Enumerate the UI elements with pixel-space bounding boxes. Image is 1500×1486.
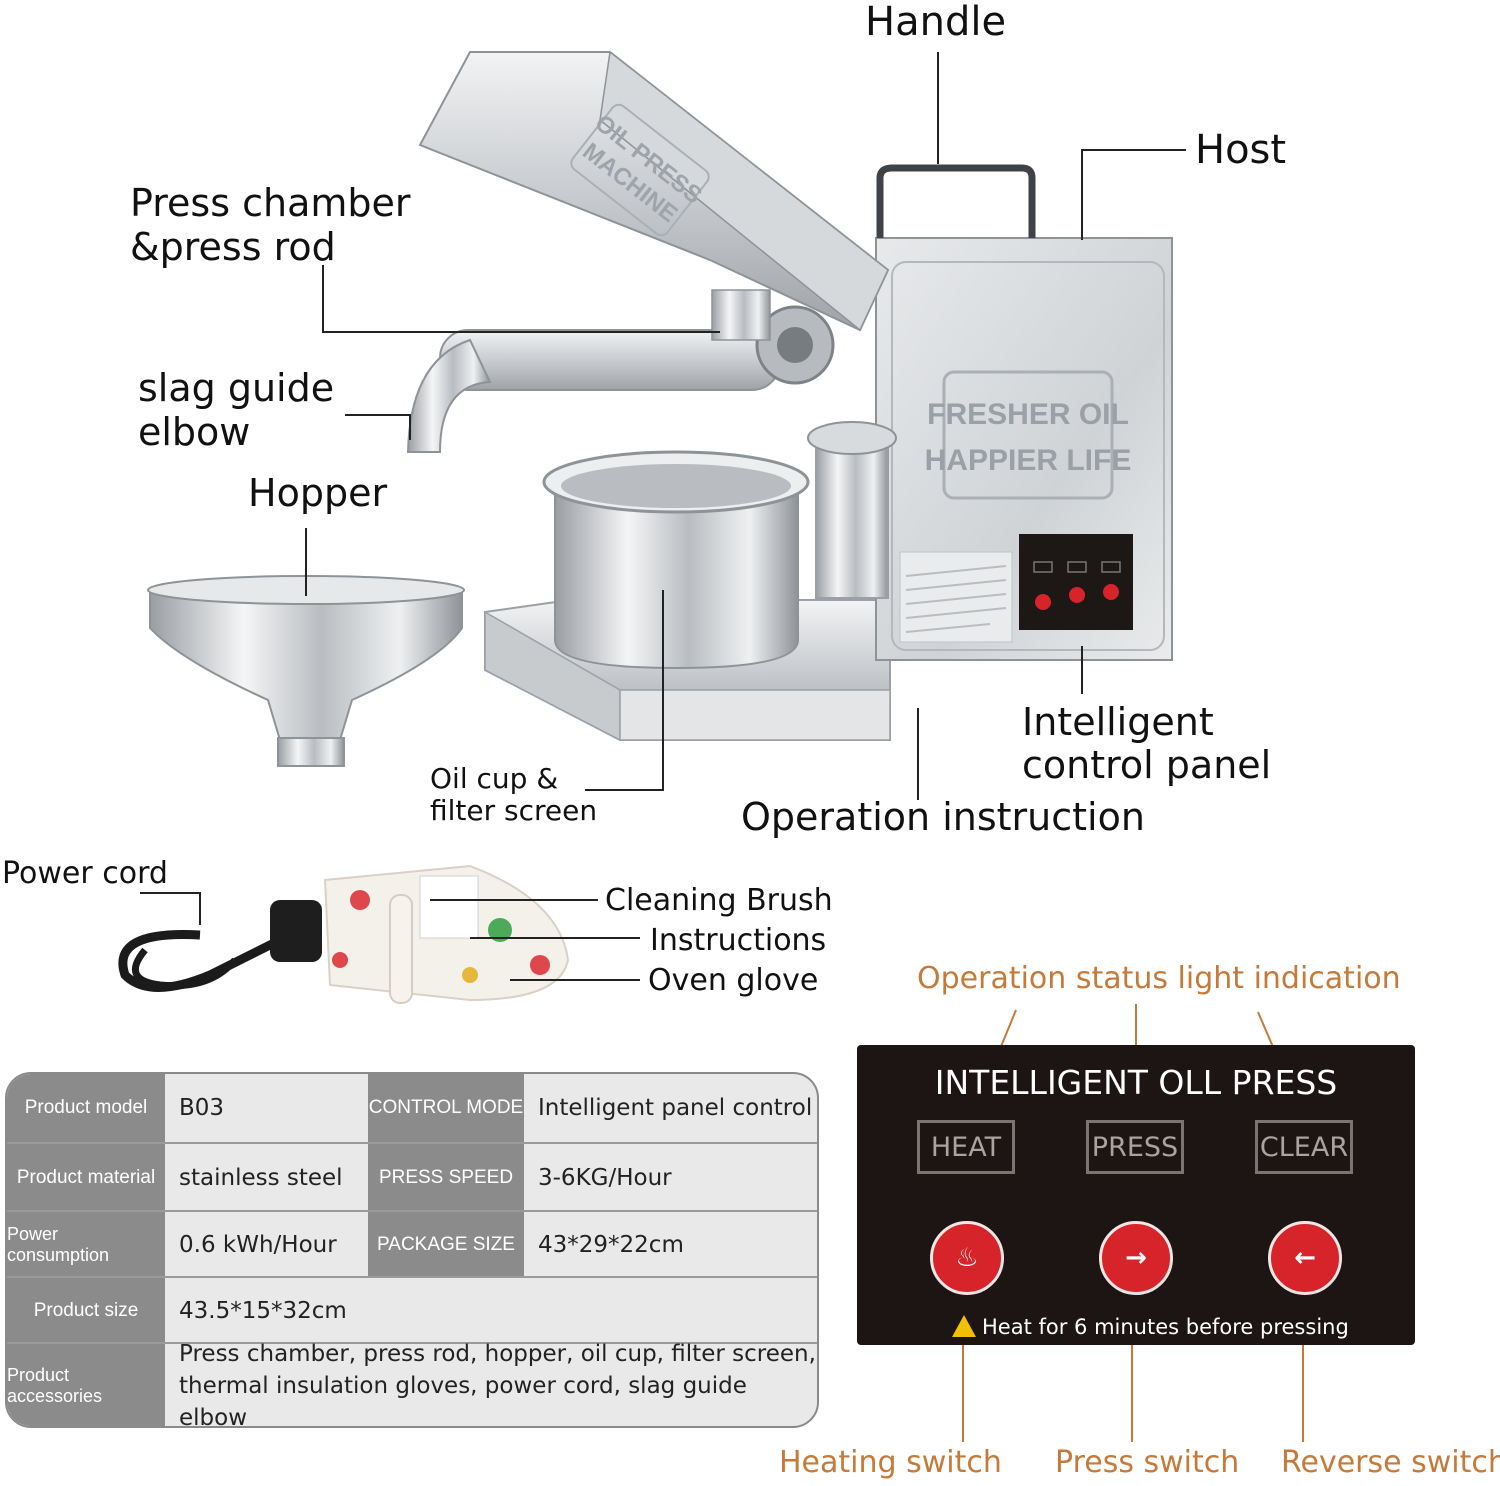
table-row: Product accessories Press chamber, press… xyxy=(7,1341,817,1428)
value-product-model: B03 xyxy=(179,1095,225,1121)
clear-indicator: CLEAR xyxy=(1255,1120,1353,1174)
label-press-rod: &press rod xyxy=(130,225,336,269)
label-power-cord: Power cord xyxy=(2,856,168,891)
status-light-caption: Operation status light indication xyxy=(917,961,1401,996)
header-product-material: Product material xyxy=(7,1144,165,1212)
header-control-mode: CONTROL MODE xyxy=(368,1074,524,1142)
oil-cup xyxy=(542,450,810,670)
warning-message: Heat for 6 minutes before pressing xyxy=(982,1315,1349,1339)
warning-text: Heat for 6 minutes before pressing xyxy=(952,1315,1349,1339)
table-row: Product size 43.5*15*32cm xyxy=(7,1276,817,1344)
label-handle: Handle xyxy=(865,0,1007,45)
spec-table: Product model B03 CONTROL MODE Intellige… xyxy=(5,1072,819,1428)
press-switch-button[interactable]: → xyxy=(1099,1221,1173,1295)
label-operation-instruction: Operation instruction xyxy=(741,795,1145,839)
accessories-line-1: Press chamber, press rod, hopper, oil cu… xyxy=(179,1341,816,1367)
label-cleaning-brush: Cleaning Brush xyxy=(605,883,833,918)
press-tube xyxy=(406,289,835,453)
label-press-switch: Press switch xyxy=(1055,1445,1240,1480)
heat-waves-icon: ♨ xyxy=(955,1243,979,1273)
panel-title: INTELLIGENT OLL PRESS xyxy=(934,1063,1338,1102)
table-row: Power consumption 0.6 kWh/Hour PACKAGE S… xyxy=(7,1210,817,1278)
control-panel-closeup: INTELLIGENT OLL PRESS HEAT PRESS CLEAR ♨… xyxy=(857,1045,1415,1345)
label-hopper: Hopper xyxy=(248,471,388,515)
heat-indicator: HEAT xyxy=(917,1120,1015,1174)
accessories-line-2: thermal insulation gloves, power cord, s… xyxy=(179,1373,747,1428)
label-control-panel: control panel xyxy=(1022,743,1272,787)
label-elbow: elbow xyxy=(138,410,251,454)
header-power-consumption: Power consumption xyxy=(7,1212,165,1278)
label-press-chamber: Press chamber xyxy=(130,181,411,225)
press-indicator: PRESS xyxy=(1086,1120,1184,1174)
heating-switch-button[interactable]: ♨ xyxy=(930,1221,1004,1295)
label-host: Host xyxy=(1195,127,1287,173)
hopper xyxy=(147,575,465,767)
forward-arrow-icon: → xyxy=(1125,1243,1147,1273)
table-row: Product material stainless steel PRESS S… xyxy=(7,1142,817,1212)
host-body: FRESHER OIL HAPPIER LIFE xyxy=(875,237,1173,661)
value-package-size: 43*29*22cm xyxy=(538,1232,684,1258)
header-product-size: Product size xyxy=(7,1278,165,1344)
header-press-speed: PRESS SPEED xyxy=(368,1144,524,1212)
rear-cup xyxy=(807,421,897,599)
label-oil-cup: Oil cup & xyxy=(430,762,559,795)
value-press-speed: 3-6KG/Hour xyxy=(538,1165,672,1191)
label-slag-guide: slag guide xyxy=(138,366,335,410)
handle-bar xyxy=(876,164,1036,238)
reverse-arrow-icon: ← xyxy=(1294,1243,1316,1273)
header-product-model: Product model xyxy=(7,1074,165,1142)
warning-icon xyxy=(952,1315,976,1337)
label-oven-glove: Oven glove xyxy=(648,963,819,998)
label-intelligent: Intelligent xyxy=(1022,700,1214,744)
label-filter-screen: filter screen xyxy=(430,794,598,827)
press-chamber-arm: OIL PRESS MACHINE xyxy=(418,50,890,332)
front-print-line-2: HAPPIER LIFE xyxy=(925,444,1132,477)
value-product-material: stainless steel xyxy=(179,1165,343,1191)
front-print-line-1: FRESHER OIL xyxy=(927,398,1129,431)
power-cord xyxy=(118,900,322,992)
label-heating-switch: Heating switch xyxy=(779,1445,1002,1480)
leader-lines xyxy=(140,52,1186,981)
label-reverse-switch: Reverse switch xyxy=(1281,1445,1500,1480)
oven-glove xyxy=(323,864,570,1004)
value-product-size: 43.5*15*32cm xyxy=(179,1298,347,1324)
value-product-accessories: Press chamber, press rod, hopper, oil cu… xyxy=(165,1341,817,1428)
value-control-mode: Intelligent panel control xyxy=(538,1095,813,1121)
label-instructions: Instructions xyxy=(650,923,827,958)
header-package-size: PACKAGE SIZE xyxy=(368,1212,524,1278)
table-row: Product model B03 CONTROL MODE Intellige… xyxy=(7,1074,817,1142)
header-product-accessories: Product accessories xyxy=(7,1344,165,1426)
reverse-switch-button[interactable]: ← xyxy=(1268,1221,1342,1295)
value-power-consumption: 0.6 kWh/Hour xyxy=(179,1232,337,1258)
